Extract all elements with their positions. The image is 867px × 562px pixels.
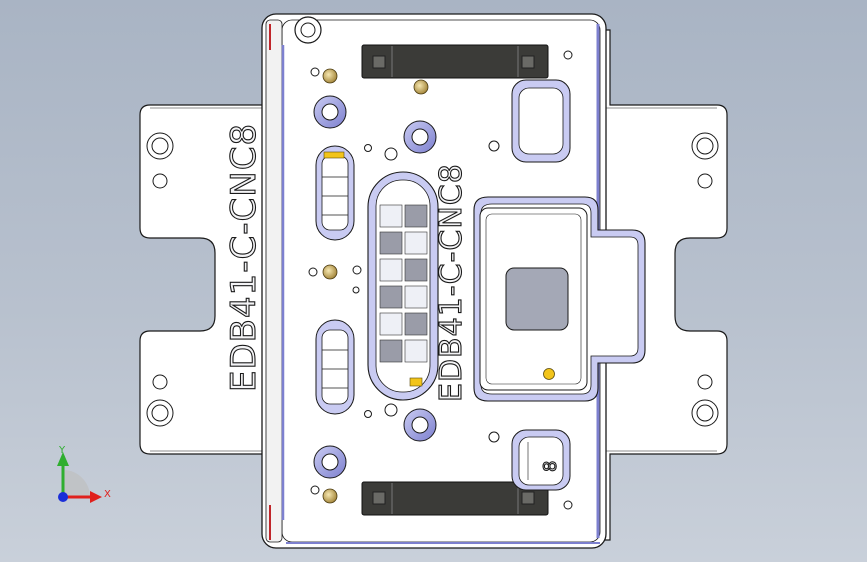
engraving-left: EDB41-C-CNC8	[224, 123, 264, 392]
pocket-bottom-right	[511, 429, 571, 491]
left-rail	[265, 19, 283, 543]
hole-large	[691, 132, 719, 160]
clamp-block-top	[361, 44, 549, 79]
triad-xy-plane	[63, 470, 90, 497]
hole-large	[146, 132, 174, 160]
triad-y-label: Y	[58, 445, 66, 456]
counterbore-holes	[313, 95, 437, 479]
engraving-small: 8	[540, 460, 561, 472]
coordinate-triad: Y X	[57, 445, 111, 503]
hole-large	[691, 399, 719, 427]
small-holes	[308, 50, 573, 510]
hole-small	[697, 173, 713, 189]
hole-small	[697, 374, 713, 390]
center-window	[505, 267, 569, 331]
hole-small	[152, 173, 168, 189]
locating-pin	[543, 368, 555, 380]
triad-x-label: X	[104, 489, 111, 500]
hole-small	[152, 374, 168, 390]
slot-upper	[315, 145, 355, 241]
clamp-block-bottom	[361, 481, 549, 516]
central-slot	[367, 171, 439, 401]
slot-lower	[315, 319, 355, 415]
base-holes	[146, 132, 719, 427]
pocket-top-right	[511, 79, 571, 163]
z-axis	[58, 492, 68, 502]
hole-large	[146, 399, 174, 427]
engraving-center: EDB41-C-CNC8	[434, 163, 469, 402]
main-cavity	[473, 196, 646, 402]
